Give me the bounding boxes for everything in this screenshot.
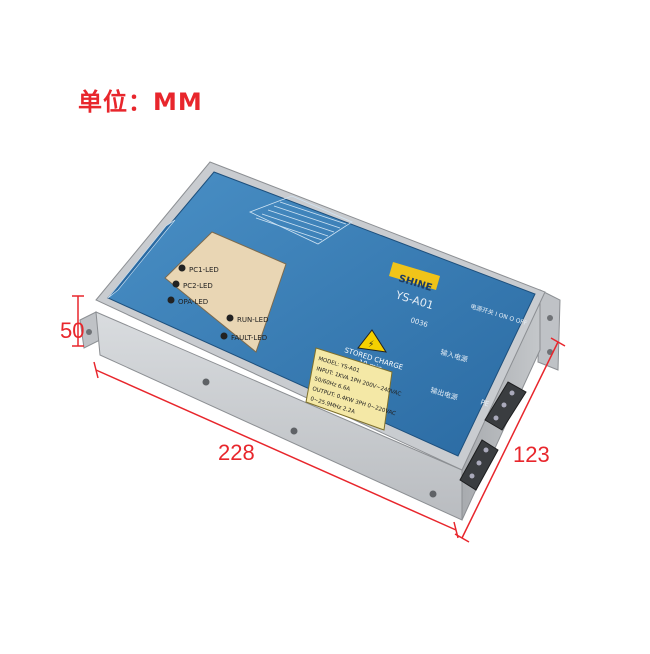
terminal-block-output [459, 439, 499, 491]
length-dimension-label: 228 [218, 440, 255, 465]
screw-hole [547, 315, 553, 321]
height-dimension-label: 50 [60, 318, 85, 343]
screw-hole [547, 349, 553, 355]
screw-hole [86, 329, 92, 335]
terminal-block-input [484, 381, 527, 431]
pe-label: PE [479, 398, 490, 408]
mounting-flange-right [537, 289, 561, 371]
screw-head [290, 427, 298, 435]
rating-plate [305, 347, 393, 431]
led-label-run: RUN-LED [237, 316, 268, 324]
led-label-pc2: PC2-LED [183, 282, 213, 290]
dimension-lines [72, 295, 566, 543]
screw-head [202, 378, 210, 386]
led-window [164, 231, 287, 353]
led-indicators: PC1-LED PC2-LED OPA-LED RUN-LED FAULT-LE… [167, 264, 268, 342]
screw-head [429, 490, 437, 498]
led-label-opa: OPA-LED [178, 298, 208, 306]
left-connector-strip [107, 219, 176, 299]
parameter-table [248, 195, 353, 245]
warning-icon: ⚡ [357, 329, 388, 353]
led-label-pc1: PC1-LED [189, 266, 219, 274]
width-dimension-line [461, 341, 559, 539]
unit-label: 单位：MM [78, 88, 203, 116]
led-label-fault: FAULT-LED [231, 334, 267, 342]
length-dimension-line [95, 369, 457, 531]
width-dimension-label: 123 [513, 442, 550, 467]
svg-text:⚡: ⚡ [368, 340, 374, 350]
